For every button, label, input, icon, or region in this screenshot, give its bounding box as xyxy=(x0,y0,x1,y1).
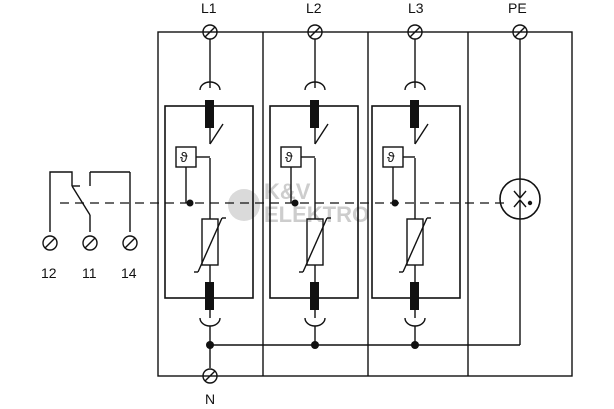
terminal-14 xyxy=(122,235,138,251)
contact-label-12: 12 xyxy=(41,265,57,281)
thermal-symbol-l3: ϑ xyxy=(387,149,395,165)
enclosure xyxy=(157,31,573,377)
neutral-bus xyxy=(206,326,520,368)
watermark-line1: K&V xyxy=(264,179,311,204)
watermark: K&V ELEKTRO xyxy=(228,179,369,227)
terminal-label-l3: L3 xyxy=(408,0,424,16)
link-dot-l1 xyxy=(186,199,194,207)
link-dot-l3 xyxy=(391,199,399,207)
protection-module-l2 xyxy=(269,81,359,327)
protection-module-l1 xyxy=(164,81,254,327)
remote-signal-contact xyxy=(49,171,131,232)
protection-module-l3 xyxy=(371,81,461,327)
contact-label-11: 11 xyxy=(82,265,97,281)
watermark-line2: ELEKTRO xyxy=(264,202,369,227)
gas-discharge-tube-pe xyxy=(499,39,541,345)
terminal-11 xyxy=(82,235,98,251)
thermal-symbol-l1: ϑ xyxy=(180,149,188,165)
terminal-label-l2: L2 xyxy=(306,0,322,16)
contact-label-14: 14 xyxy=(121,265,137,281)
thermal-symbol-l2: ϑ xyxy=(285,149,293,165)
terminal-n xyxy=(202,368,218,384)
terminal-label-n: N xyxy=(205,391,215,407)
terminal-label-l1: L1 xyxy=(201,0,217,16)
terminal-label-pe: PE xyxy=(508,0,527,16)
link-dot-l2 xyxy=(291,199,299,207)
terminal-12 xyxy=(42,235,58,251)
